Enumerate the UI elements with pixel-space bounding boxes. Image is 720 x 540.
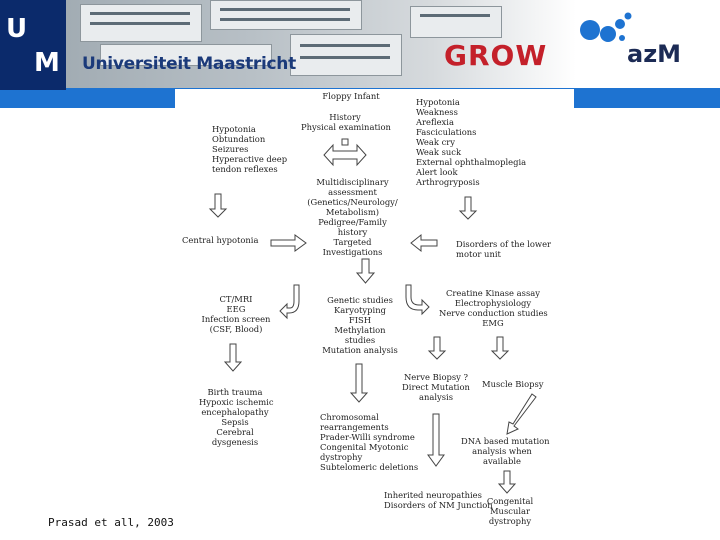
node-genetic-causes: Chromosomal rearrangements Prader-Willi … <box>320 412 419 472</box>
university-name: Universiteit Maastricht <box>82 54 296 74</box>
um-logo-letter-m: M <box>34 48 60 78</box>
arrow-down-md <box>497 470 517 494</box>
node-ck-assay: Creatine Kinase assay Electrophysiology … <box>439 288 548 328</box>
node-history: History Physical examination <box>301 112 391 132</box>
node-assessment: Multidisciplinary assessment (Genetics/N… <box>307 177 398 257</box>
arrow-down-imaging <box>223 343 243 372</box>
arrow-down-central <box>208 193 228 218</box>
four-way-arrow <box>323 143 367 167</box>
node-lower-signs: Hypotonia Weakness Areflexia Fasciculati… <box>416 97 527 187</box>
azm-logo: azM <box>627 40 682 68</box>
arrow-down-genetic <box>349 363 369 403</box>
node-muscular-dystrophy: Congenital Muscular dystrophy <box>486 496 534 526</box>
arrow-diagonal-dna <box>506 393 537 435</box>
node-dna-analysis: DNA based mutation analysis when availab… <box>461 436 550 466</box>
um-logo: U M <box>0 0 66 90</box>
arrow-down-assessment <box>355 258 376 284</box>
node-genetic-studies: Genetic studies Karyotyping FISH Methyla… <box>322 295 398 355</box>
arrow-curved-left <box>279 284 300 320</box>
arrow-down-muscle <box>490 336 510 360</box>
node-central-signs: Hypotonia Obtundation Seizures Hyperacti… <box>212 124 288 174</box>
arrow-down-nerve <box>427 336 447 360</box>
arrow-down-neuropathies <box>427 413 445 467</box>
node-neuropathies: Inherited neuropathies Disorders of NM J… <box>384 490 493 510</box>
arrow-right-central <box>270 234 307 252</box>
um-logo-letter-u: U <box>6 14 28 44</box>
node-lower-motor: Disorders of the lower motor unit <box>456 239 552 259</box>
arrow-left-lower <box>410 233 438 253</box>
node-floppy-infant: Floppy Infant <box>322 91 380 101</box>
campus-photo <box>0 0 560 90</box>
floppy-infant-flowchart: Floppy Infant History Physical examinati… <box>175 89 574 526</box>
node-central-hypotonia: Central hypotonia <box>182 235 259 245</box>
arrow-curved-right <box>405 284 430 316</box>
grow-logo: GROW <box>444 39 548 72</box>
node-nerve-biopsy: Nerve Biopsy ? Direct Mutation analysis <box>402 372 470 402</box>
flowchart-arrows <box>208 138 537 494</box>
citation-caption: Prasad et all, 2003 <box>48 516 174 529</box>
arrow-down-lower <box>458 196 478 220</box>
node-muscle-biopsy: Muscle Biopsy <box>482 379 544 389</box>
azm-bubbles-icon <box>580 12 632 42</box>
node-central-causes: Birth trauma Hypoxic ischemic encephalop… <box>199 387 274 447</box>
node-imaging: CT/MRI EEG Infection screen (CSF, Blood) <box>201 294 271 334</box>
